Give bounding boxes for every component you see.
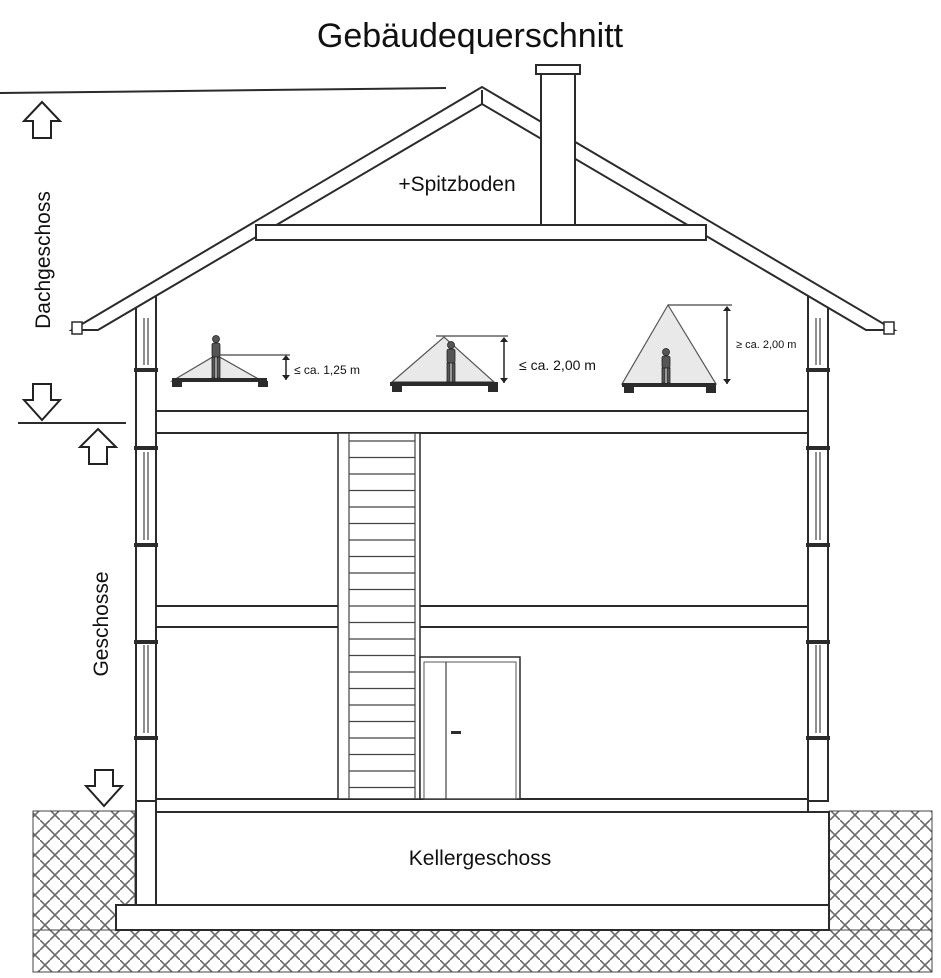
- collar-beam: [255, 224, 707, 241]
- door-handle-icon: [451, 731, 461, 734]
- geschosse-label: Geschosse: [90, 571, 113, 676]
- chimney: [535, 64, 581, 226]
- dachgeschoss-label: Dachgeschoss: [32, 191, 55, 329]
- floor-slab-upper: [155, 605, 809, 628]
- basement-label: Kellergeschoss: [409, 847, 551, 870]
- basement-wall-left: [135, 799, 157, 906]
- height-low-label: ≤ ca. 1,25 m: [294, 363, 360, 377]
- floor-slab-ground: [155, 798, 809, 813]
- person-icon: [661, 348, 671, 384]
- height-example-mid: ≤ ca. 2,00 m: [390, 335, 596, 392]
- height-high-label: ≥ ca. 2,00 m: [736, 339, 796, 351]
- arrow-up-icon: [21, 100, 63, 139]
- ground-soil-bottom: [32, 929, 933, 973]
- height-example-low: ≤ ca. 1,25 m: [169, 354, 360, 387]
- wall-windows: [143, 318, 821, 733]
- window-sills: [134, 368, 830, 740]
- roof: [68, 85, 898, 335]
- height-mid-label: ≤ ca. 2,00 m: [519, 357, 596, 373]
- person-icon: [211, 335, 221, 379]
- basement-foundation: [115, 904, 830, 931]
- arrow-up-icon: [77, 427, 119, 465]
- diagram-title: Gebäudequerschnitt: [317, 17, 624, 55]
- spitzboden-label: +Spitzboden: [398, 173, 515, 196]
- person-icon: [446, 341, 456, 383]
- arrow-down-icon: [21, 383, 63, 422]
- staircase: [337, 432, 421, 800]
- floor-slab-attic: [155, 410, 809, 434]
- height-example-high: ≥ ca. 2,00 m: [620, 303, 796, 393]
- roof-top-level-line: [0, 87, 447, 94]
- arrow-down-icon: [83, 769, 125, 808]
- door: [419, 656, 521, 800]
